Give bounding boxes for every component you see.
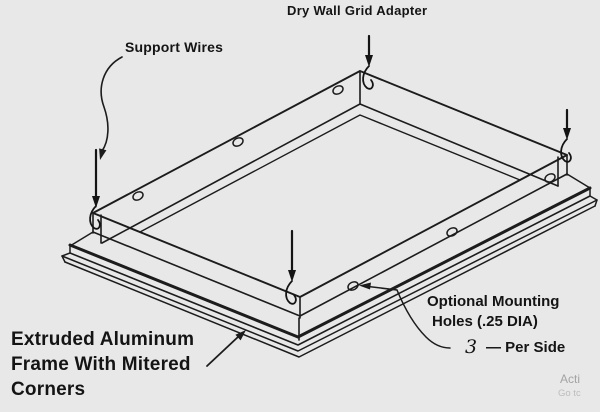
wire-hook-icon	[285, 280, 297, 305]
wire-arrow-icon	[92, 196, 100, 208]
mounting-holes	[132, 85, 556, 291]
frame-flange-top-edge	[61, 199, 598, 352]
mounting-hole	[232, 137, 244, 147]
frame-inner-bottom-edge	[101, 103, 559, 244]
label-holes-dia: Holes (.25 DIA)	[432, 313, 538, 330]
wire-arrow-icon	[288, 270, 296, 282]
leader-lines	[99, 56, 451, 367]
wire-arrow-icon	[365, 55, 373, 67]
wire-hook-icon	[362, 65, 374, 90]
label-extruded-frame-line1: Extruded Aluminum	[11, 329, 195, 350]
leader-arrow-icon	[99, 148, 107, 160]
frame-body	[61, 70, 598, 358]
label-holes-quantity: 3	[465, 336, 478, 358]
label-support-wires: Support Wires	[125, 39, 224, 55]
mounting-hole	[347, 281, 359, 291]
label-drywall-grid-adapter: Dry Wall Grid Adapter	[287, 3, 428, 18]
frame-leader	[206, 330, 246, 367]
support-wires-leader	[99, 56, 123, 160]
frame-outer-rim	[92, 70, 568, 298]
label-optional-mounting: Optional Mounting	[427, 293, 560, 310]
support-wire-back	[362, 34, 374, 90]
watermark-goto: Go tc	[558, 388, 581, 399]
frame-base-top-edge	[68, 186, 592, 339]
wire-hook-icon	[89, 205, 101, 230]
label-extruded-frame: Extruded Aluminum Frame With Mitered Cor…	[11, 327, 194, 402]
support-wire-front	[285, 229, 297, 305]
label-extruded-frame-line2: Frame With Mitered	[11, 354, 191, 375]
leader-arrow-icon	[359, 282, 371, 290]
flange-left-end-cap	[61, 231, 94, 263]
mounting-hole	[544, 173, 556, 183]
support-wire-right	[560, 108, 572, 163]
wire-arrow-icon	[563, 128, 571, 140]
mounting-hole	[446, 227, 458, 237]
label-per-side: — Per Side	[486, 339, 566, 356]
wire-hook-icon	[560, 138, 572, 163]
mounting-holes-leader	[359, 282, 451, 349]
frame-inner-lip-edge	[139, 114, 521, 233]
frame-base-bottom-edge	[69, 195, 591, 346]
mounting-hole	[332, 85, 344, 95]
leader-arrow-icon	[235, 330, 246, 341]
mounting-hole	[132, 191, 144, 201]
support-wires-group	[89, 34, 572, 305]
support-wire-left	[89, 148, 101, 230]
flange-right-end-cap	[566, 173, 598, 207]
frame-corner-verticals	[92, 70, 568, 341]
label-extruded-frame-line3: Corners	[11, 379, 86, 400]
watermark-activate: Acti	[560, 372, 581, 386]
frame-ledge-edge	[92, 173, 568, 317]
frame-flange-bottom-edge	[64, 205, 596, 358]
